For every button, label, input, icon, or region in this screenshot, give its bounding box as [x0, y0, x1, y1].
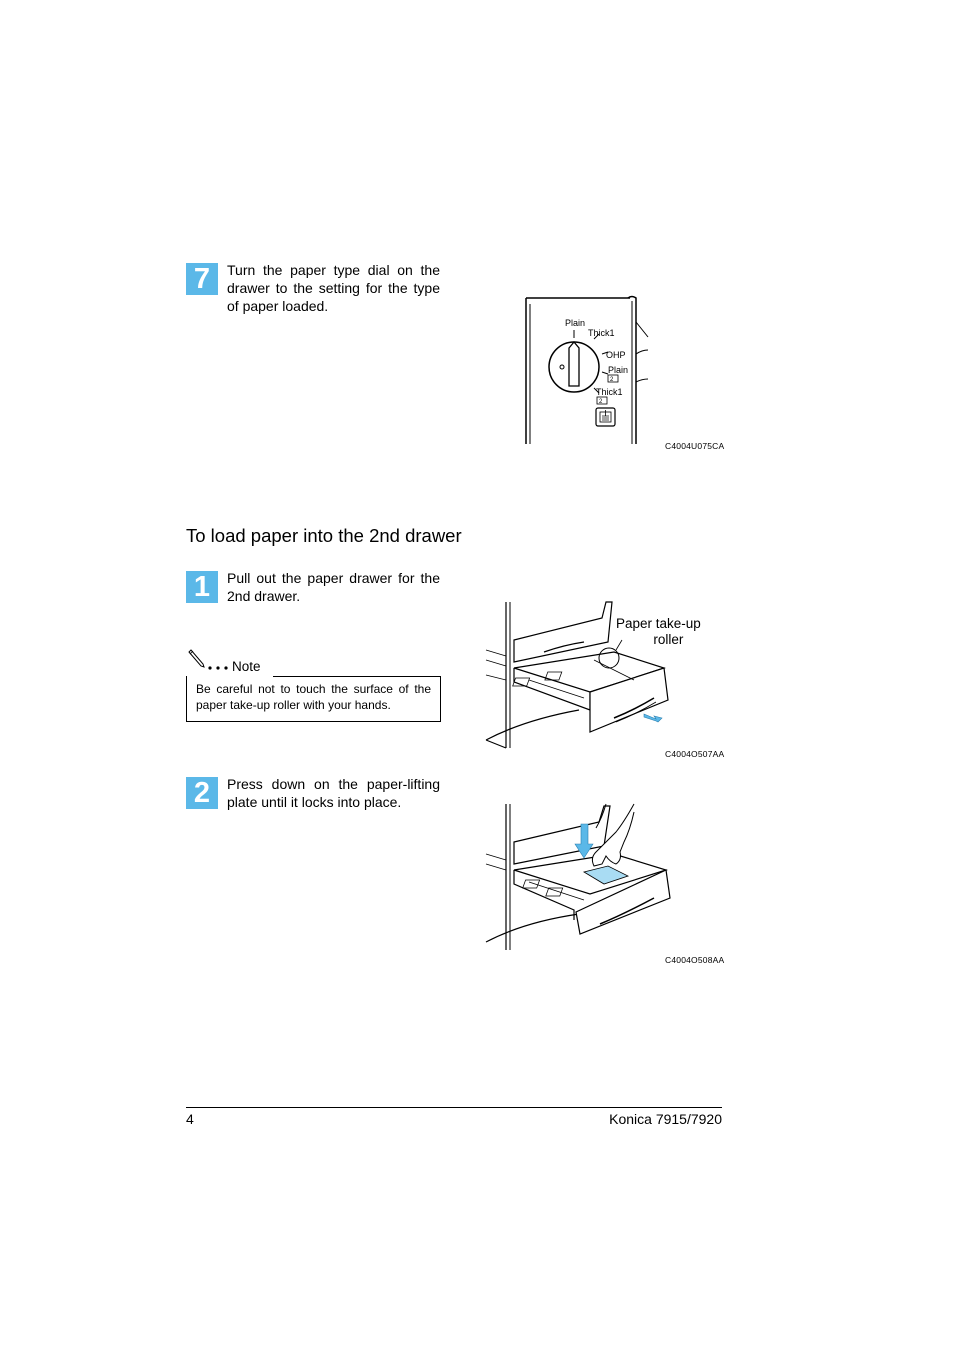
- figure-code-drawer-open: C4004O507AA: [665, 749, 725, 759]
- note-label: Note: [232, 659, 261, 674]
- footer-product: Konica 7915/7920: [609, 1111, 722, 1127]
- dial-label-thick1: Thick1: [588, 328, 615, 338]
- drawer-press-figure: [485, 803, 671, 950]
- footer-rule: [186, 1107, 722, 1108]
- callout-paper-take-up-roller: Paper take-up roller: [616, 616, 701, 648]
- dial-label-plain-2: Plain: [608, 365, 628, 375]
- dial-label-ohp: OHP: [606, 350, 626, 360]
- section-title: To load paper into the 2nd drawer: [186, 525, 462, 546]
- drawer-open-figure: [485, 601, 669, 749]
- step-2-text: Press down on the paper-lifting plate un…: [227, 776, 440, 810]
- callout-line-2: roller: [653, 632, 684, 647]
- figure-code-drawer-press: C4004O508AA: [665, 955, 725, 965]
- dial-label-plain: Plain: [565, 318, 585, 328]
- paper-type-dial-figure: Plain Thick1 OHP Plain 2 Thick1 2: [525, 295, 649, 444]
- dial-label-small-2b: 2: [599, 399, 603, 405]
- note-box: Be careful not to touch the surface of t…: [186, 676, 441, 722]
- paper-stack-icon: [595, 407, 616, 427]
- step-1-text: Pull out the paper drawer for the 2nd dr…: [227, 570, 440, 604]
- note-pencil-icon: [188, 649, 228, 670]
- figure-code-dial: C4004U075CA: [665, 441, 725, 451]
- dial-label-thick1-2: Thick1: [596, 387, 623, 397]
- step-7-text: Turn the paper type dial on the drawer t…: [227, 262, 440, 314]
- callout-line-1: Paper take-up: [616, 616, 701, 631]
- step-7-number: 7: [186, 263, 218, 295]
- step-1-number: 1: [186, 571, 218, 603]
- page-number: 4: [186, 1111, 194, 1127]
- dial-label-small-2a: 2: [610, 377, 614, 383]
- step-2-number: 2: [186, 777, 218, 809]
- note-text: Be careful not to touch the surface of t…: [196, 682, 431, 712]
- note-rule: [273, 676, 441, 677]
